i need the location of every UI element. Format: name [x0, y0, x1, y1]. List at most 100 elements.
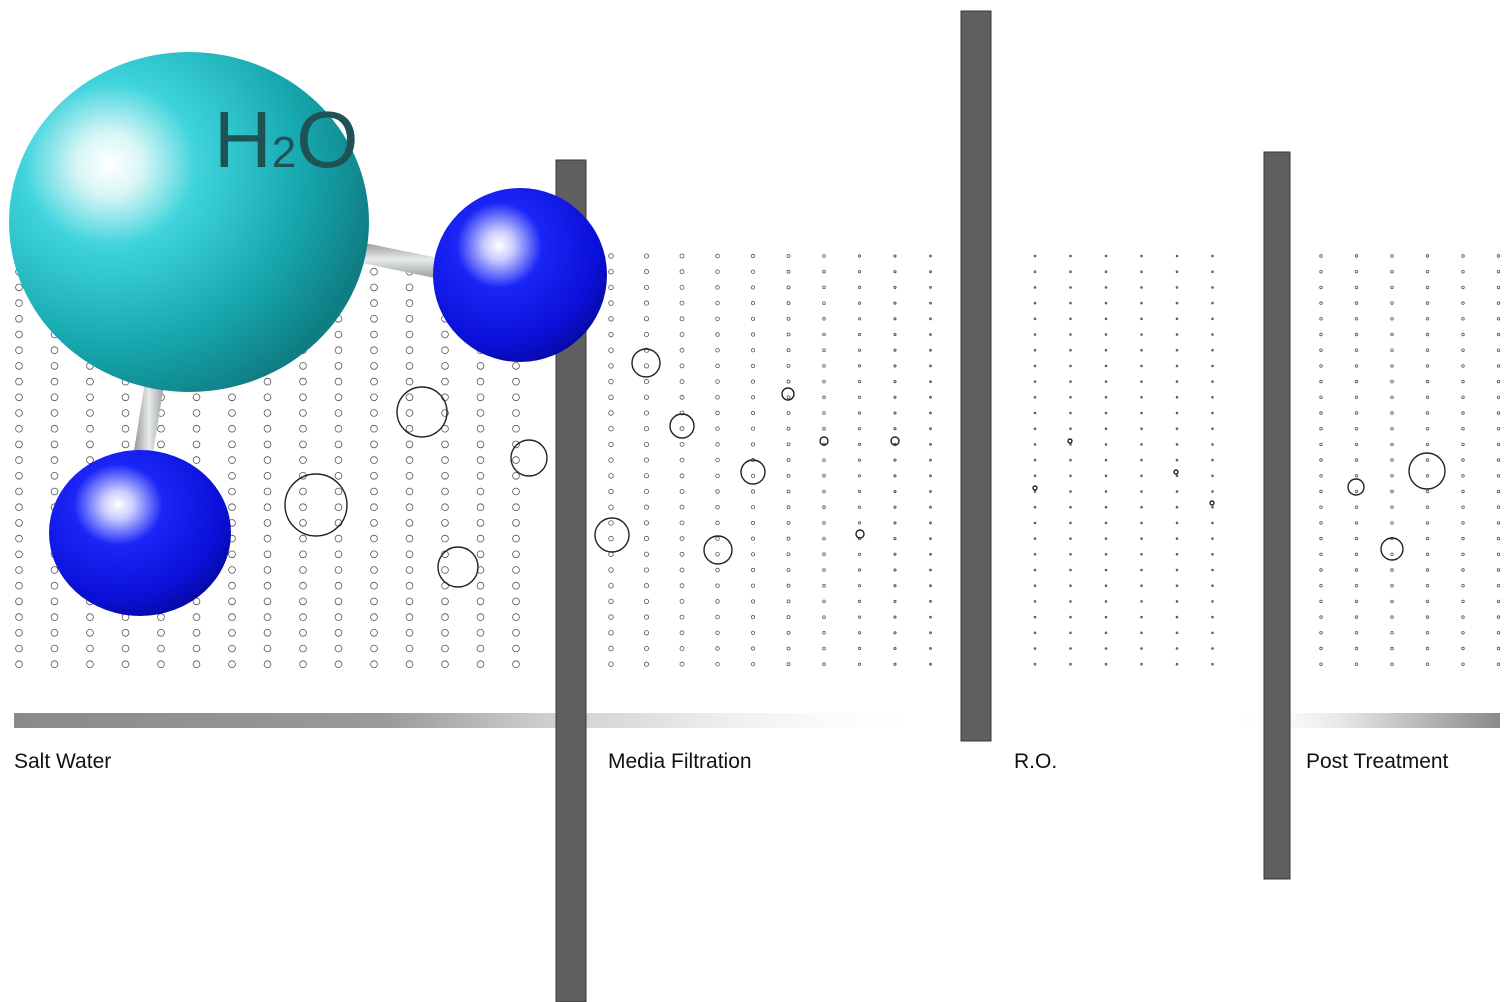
particle-dot — [1319, 489, 1323, 494]
particle-dot — [370, 550, 378, 559]
particle-dot — [608, 567, 614, 573]
particle-dot — [15, 440, 23, 449]
particle-dot — [405, 362, 414, 370]
particle-dot — [893, 568, 897, 572]
particle-dot — [1104, 568, 1108, 572]
particle-dot — [1319, 254, 1323, 258]
particle-dot — [1496, 536, 1501, 541]
particle-dot — [1140, 458, 1143, 462]
particle-dot — [1425, 568, 1430, 572]
particle-dot — [299, 409, 307, 417]
particle-dot — [1175, 521, 1179, 525]
particle-dot — [786, 599, 791, 604]
bond-upper — [352, 241, 438, 278]
particle-dot — [822, 536, 826, 541]
particle-dot — [192, 660, 201, 668]
particle-dot — [1354, 411, 1359, 415]
particle-dot — [857, 411, 862, 415]
particle-dot — [334, 362, 343, 370]
particle-dot — [512, 534, 520, 543]
particle-dot — [929, 521, 932, 525]
particle-dot — [929, 301, 932, 305]
particle-dot — [715, 316, 720, 322]
particle-dot — [50, 440, 59, 449]
particle-dot — [1461, 631, 1465, 635]
particle-dot — [1390, 521, 1394, 525]
particle-dot — [228, 409, 236, 417]
particle-dot — [334, 471, 343, 480]
particle-dot — [121, 424, 130, 433]
particle-dot — [1390, 317, 1394, 321]
particle-dot — [512, 550, 520, 559]
particle-dot — [1033, 662, 1037, 666]
particle-dot — [476, 581, 485, 590]
particle-dot — [15, 283, 23, 292]
particle-dot — [1425, 646, 1430, 651]
particle-dot — [50, 628, 59, 637]
particle-dot — [715, 614, 720, 620]
particle-dot — [679, 332, 685, 337]
particle-dot — [1175, 662, 1179, 666]
particle-dot — [228, 503, 236, 512]
particle-dot — [405, 377, 414, 386]
particle-large — [1209, 500, 1215, 506]
particle-dot — [263, 440, 272, 449]
particle-dot — [299, 550, 307, 559]
particle-dot — [1069, 568, 1072, 572]
particle-dot — [679, 426, 685, 432]
particle-dot — [679, 285, 685, 290]
particle-dot — [786, 285, 791, 290]
particle-dot — [1354, 285, 1359, 290]
particle-dot — [1461, 301, 1465, 305]
particle-dot — [1033, 568, 1037, 572]
particle-dot — [1069, 584, 1072, 588]
particle-dot — [1211, 490, 1214, 493]
particle-dot — [857, 489, 862, 494]
particle-dot — [441, 424, 449, 433]
particle-dot — [263, 597, 272, 606]
particle-dot — [1390, 552, 1394, 556]
particle-dot — [1461, 536, 1465, 541]
particle-dot — [1175, 396, 1179, 399]
particle-dot — [1354, 364, 1359, 368]
particle-large — [781, 387, 795, 401]
particle-dot — [786, 505, 791, 510]
particle-dot — [822, 317, 826, 321]
particle-dot — [50, 377, 59, 386]
particle-dot — [608, 598, 614, 605]
particle-dot — [299, 503, 307, 512]
particle-dot — [786, 269, 791, 274]
particle-dot — [1033, 411, 1037, 415]
particle-dot — [1390, 505, 1394, 509]
particle-dot — [405, 409, 414, 417]
particle-dot — [405, 487, 414, 496]
particle-dot — [299, 597, 307, 606]
particle-dot — [299, 644, 307, 653]
particle-dot — [1390, 332, 1394, 337]
particle-dot — [929, 584, 932, 588]
particle-dot — [1069, 301, 1072, 305]
particle-dot — [715, 300, 720, 306]
particle-dot — [822, 599, 826, 604]
particle-dot — [512, 424, 520, 433]
particle-dot — [857, 332, 862, 337]
particle-dot — [86, 456, 94, 464]
particle-dot — [786, 348, 791, 353]
particle-dot — [86, 424, 94, 433]
particle-dot — [822, 254, 826, 258]
particle-dot — [1496, 285, 1501, 290]
particle-dot — [929, 443, 932, 446]
particle-dot — [608, 331, 614, 338]
particle-dot — [405, 471, 414, 480]
particle-dot — [715, 457, 720, 463]
particle-dot — [370, 581, 378, 590]
particle-dot — [786, 662, 791, 667]
particle-dot — [1069, 364, 1072, 368]
particle-dot — [679, 504, 685, 510]
particle-dot — [157, 440, 165, 449]
particle-dot — [1496, 552, 1501, 556]
particle-dot — [263, 424, 272, 433]
particle-dot — [370, 660, 378, 668]
particle-dot — [715, 489, 720, 494]
